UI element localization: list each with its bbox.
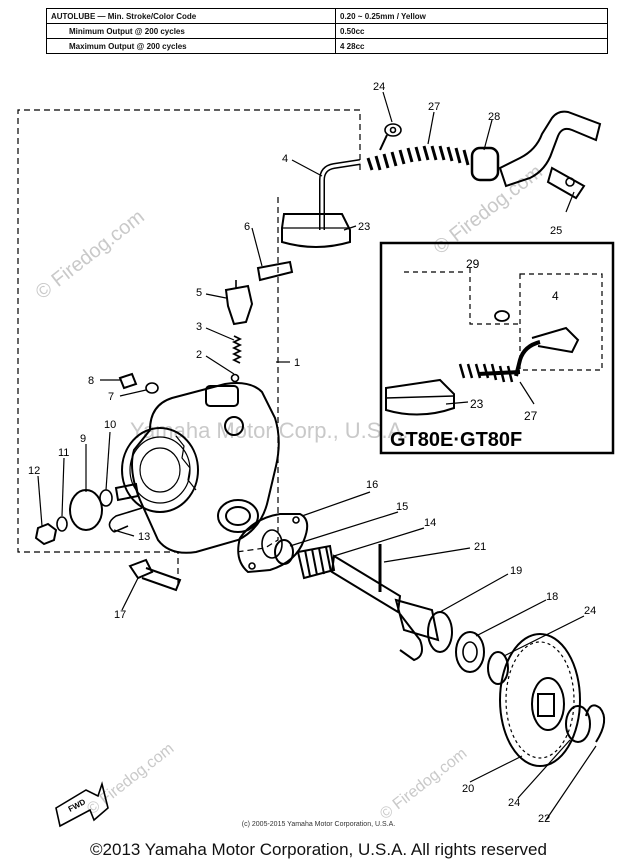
adjusting-shim [99,489,113,507]
copyright-small: (c) 2005-2015 Yamaha Motor Corporation, … [241,821,396,828]
check-valve-spring [231,335,243,364]
part-label: 22 [538,813,550,825]
part-label: 18 [546,591,558,603]
part-label: 19 [510,565,522,577]
circlip [585,704,606,743]
hose-joint [470,146,500,182]
check-valve-housing [224,284,254,326]
part-label: 12 [28,465,40,477]
part-label: 11 [58,447,69,459]
pump-screw [128,558,182,592]
thrust-washer [487,651,509,685]
spec-table: AUTOLUBE — Min. Stroke/Color Code 0.20 ~… [46,8,608,54]
spec-row: Minimum Output @ 200 cycles 0.50cc [46,23,608,39]
part-label-group: 24 27 28 4 23 6 25 5 3 2 1 8 7 10 9 11 1… [28,81,596,825]
part-label: 9 [80,433,86,445]
part-label: 2 [196,349,202,361]
part-label: 28 [488,111,500,123]
pump-bolt [118,372,138,390]
part-label: 21 [474,541,486,553]
o-ring [274,539,294,565]
oil-hose-spring [366,145,470,171]
part-label: 27 [428,101,440,113]
part-label: 10 [104,419,116,431]
part-label: 17 [114,609,126,621]
part-label: 5 [196,287,202,299]
pump-washer [145,382,159,394]
pump-clip [108,507,143,533]
part-label: 20 [462,783,474,795]
watermark-bottom-right: © Firedog.com [377,745,470,823]
lock-washer [56,516,68,532]
inset-label: 29 [466,257,480,271]
part-label: 14 [424,517,436,529]
part-label: 24 [508,797,520,809]
part-label: 24 [373,81,385,93]
pump-gasket [237,513,309,574]
part-label: 25 [550,225,562,237]
part-label: 15 [396,501,408,513]
drive-gear [499,633,581,767]
oil-pump-body [121,382,280,554]
inset-label: 4 [552,289,559,303]
drive-shaft [296,544,440,662]
gear-washer [565,705,591,743]
pump-assembly-outline [17,109,361,588]
spec-value: 4 28cc [335,38,608,54]
pump-nut [34,522,58,546]
part-label: 16 [366,479,378,491]
oil-pipe [319,159,361,230]
drive-collar [427,611,453,653]
part-label: 4 [282,153,288,165]
footer-copyright: ©2013 Yamaha Motor Corporation, U.S.A. A… [90,840,547,859]
union-fitting [256,260,294,282]
fwd-arrow [55,781,109,828]
banjo-bolt [384,123,402,137]
part-label: 7 [108,391,114,403]
pipe-cap [281,213,351,248]
inset-label: 23 [470,397,484,411]
part-label: 24 [584,605,596,617]
bearing [455,631,485,673]
spec-row: AUTOLUBE — Min. Stroke/Color Code 0.20 ~… [46,8,608,24]
part-label: 1 [294,357,300,369]
watermark-center: Yamaha Motor Corp., U.S.A. [130,418,408,443]
inset-label-group: 29 4 23 27 GT80E·GT80F [390,257,559,451]
pump-assembly-outline-right [235,197,279,553]
inset-label: 27 [524,409,538,423]
part-label: 13 [138,531,150,543]
check-ball [230,373,240,383]
adjusting-plate [69,489,103,531]
spec-row: Maximum Output @ 200 cycles 4 28cc [46,38,608,54]
inset-box [379,241,615,455]
watermark-left: © Firedog.com [32,206,149,304]
inset-title: GT80E·GT80F [390,429,522,451]
part-label: 23 [358,221,370,233]
part-label: 6 [244,221,250,233]
cable-bracket [498,110,602,188]
part-label: 3 [196,321,202,333]
watermark-bottom-left: © Firedog.com [84,740,177,818]
part-label: 8 [88,375,94,387]
